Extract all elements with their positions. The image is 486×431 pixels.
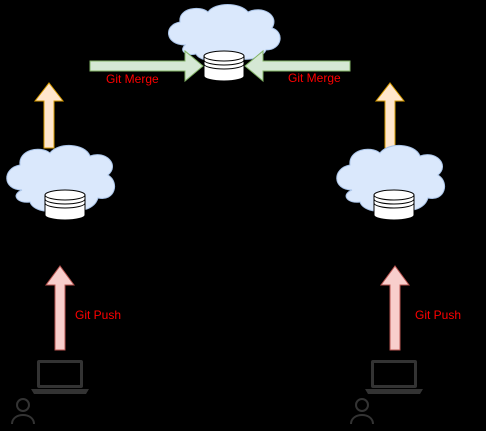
user-icon (350, 398, 374, 425)
upstream-arrow-left (33, 82, 65, 149)
database-icon (373, 189, 415, 221)
push-label-left: Git Push (75, 308, 122, 322)
laptop-icon (365, 360, 423, 394)
laptop-icon (31, 360, 89, 394)
merge-arrow-left (89, 49, 204, 83)
database-icon (203, 50, 245, 82)
merge-arrow-right (244, 49, 351, 83)
push-arrow-left (45, 265, 75, 351)
left-cloud (6, 145, 116, 221)
merge-label-left: Git Merge (106, 72, 159, 86)
push-label-right: Git Push (415, 308, 462, 322)
cloud-icon (336, 145, 446, 212)
cloud-icon (6, 145, 116, 212)
merge-label-right: Git Merge (288, 71, 341, 85)
upstream-arrow-right (374, 82, 406, 149)
right-cloud (336, 145, 446, 221)
central-cloud (168, 4, 281, 82)
database-icon (44, 189, 86, 221)
cloud-icon (168, 4, 281, 62)
user-icon (11, 398, 35, 425)
push-arrow-right (380, 265, 410, 351)
